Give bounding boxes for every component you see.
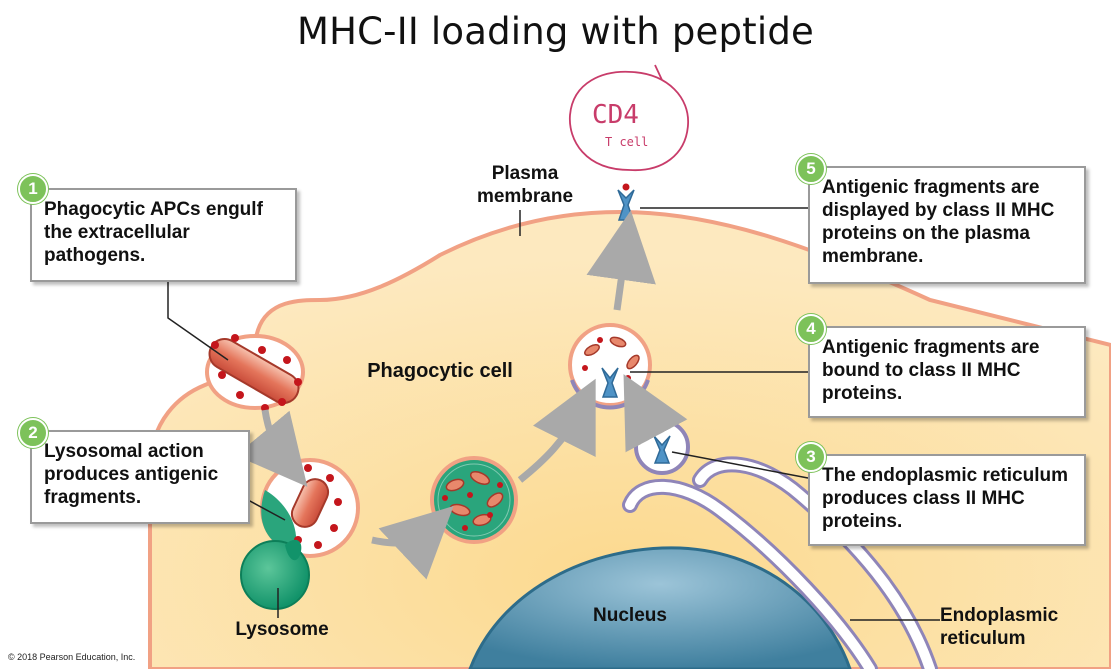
step-4-badge: 4 <box>796 314 826 344</box>
mhc-loading-vesicle <box>568 323 652 410</box>
callout-step-1: Phagocytic APCs engulf the extracellular… <box>30 188 297 282</box>
page-title: MHC-II loading with peptide <box>296 10 814 53</box>
callout-step-1-text: Phagocytic APCs engulf the extracellular… <box>44 199 263 266</box>
lysosome <box>240 539 310 610</box>
er-mhc-vesicle <box>634 419 690 475</box>
callout-step-5: Antigenic fragments are displayed by cla… <box>808 166 1086 284</box>
copyright-notice: © 2018 Pearson Education, Inc. <box>8 652 136 662</box>
phagocytic-cell-label: Phagocytic cell <box>367 360 513 382</box>
callout-step-4: Antigenic fragments are bound to class I… <box>808 326 1086 418</box>
callout-step-2-text: Lysosomal action produces antigenic frag… <box>44 441 219 508</box>
step-1-badge: 1 <box>18 174 48 204</box>
handwritten-t-cell: T cell <box>605 135 649 149</box>
flow-arrows <box>235 210 688 580</box>
step-5-badge: 5 <box>796 154 826 184</box>
antigenic-fragment-vesicle <box>430 456 518 544</box>
endoplasmic-reticulum-label: Endoplasmic reticulum <box>940 605 1059 649</box>
engulfed-pathogen <box>205 334 305 410</box>
nucleus-label: Nucleus <box>593 605 667 626</box>
hand-drawn-circle <box>569 64 689 171</box>
lysosome-label: Lysosome <box>235 619 329 640</box>
callout-step-3-text: The endoplasmic reticulum produces class… <box>822 465 1068 532</box>
step-2-badge: 2 <box>18 418 48 448</box>
callout-step-2: Lysosomal action produces antigenic frag… <box>30 430 250 524</box>
plasma-membrane-label: Plasma membrane <box>476 163 574 207</box>
pathogen-antigen-dots <box>211 334 302 412</box>
nucleus <box>468 546 852 669</box>
step-3-badge: 3 <box>796 442 826 472</box>
surface-mhc-protein <box>617 183 635 221</box>
callout-step-3: The endoplasmic reticulum produces class… <box>808 454 1086 546</box>
leader-lines <box>167 207 940 621</box>
callout-step-4-text: Antigenic fragments are bound to class I… <box>822 337 1040 404</box>
callout-step-5-text: Antigenic fragments are displayed by cla… <box>822 177 1055 267</box>
handwritten-cd4: CD4 <box>592 100 639 130</box>
